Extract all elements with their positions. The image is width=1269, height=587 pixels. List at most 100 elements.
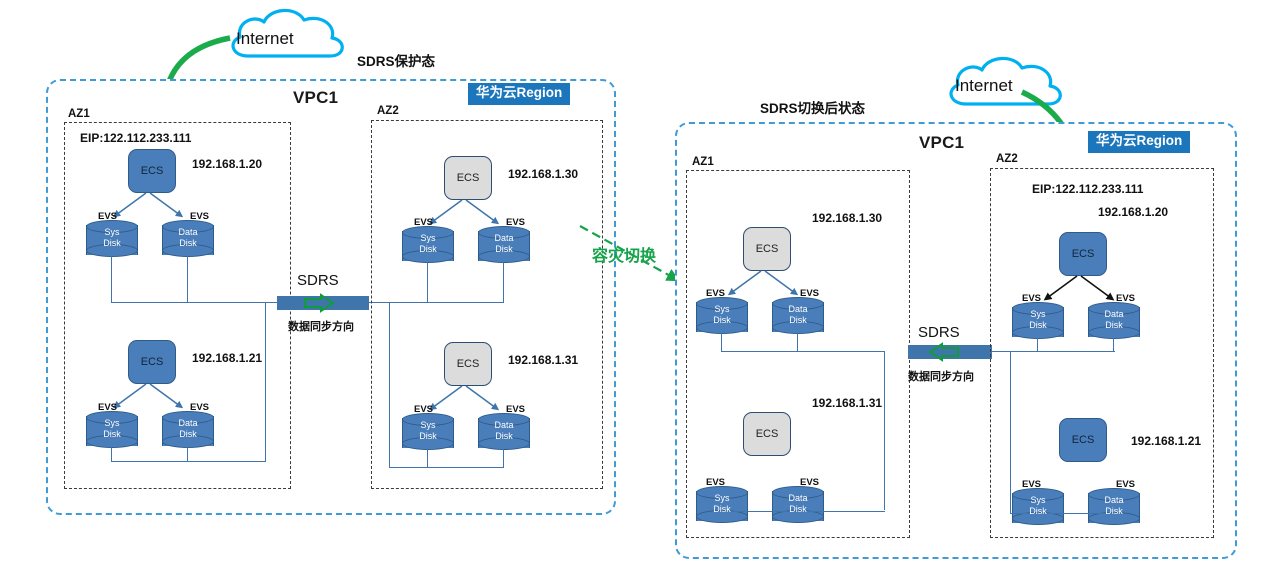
ip-label-left-az1-bottom: 192.168.1.21 bbox=[192, 351, 263, 365]
evs-tag: EVS bbox=[98, 211, 118, 222]
bus-line bbox=[1010, 351, 1012, 513]
disk-line1: Data bbox=[1104, 309, 1124, 319]
ecs-left-az1-top[interactable]: ECS bbox=[128, 149, 176, 193]
evs-tag: EVS bbox=[1022, 293, 1042, 304]
ip-label-left-az2-top: 192.168.1.30 bbox=[508, 167, 579, 181]
ecs-right-az1-top[interactable]: ECS bbox=[743, 227, 791, 271]
disk-line2: Disk bbox=[103, 238, 121, 248]
ip-label-left-az2-bottom: 192.168.1.31 bbox=[508, 353, 579, 367]
disk-line2: Disk bbox=[1105, 506, 1123, 516]
ecs-disk-arrows-right-az1-top bbox=[727, 270, 799, 296]
ecs-disk-arrows-left-az1-bottom bbox=[112, 383, 184, 409]
region-badge-left: 华为云Region bbox=[468, 83, 571, 105]
disk-line1: Data bbox=[788, 493, 808, 503]
bus-line bbox=[884, 351, 886, 510]
evs-tag: EVS bbox=[414, 217, 434, 228]
disk-line1: Data bbox=[788, 304, 808, 314]
sdrs-sub-right: 数据同步方向 bbox=[908, 371, 974, 383]
right-panel-title: SDRS切换后状态 bbox=[760, 101, 866, 116]
disk-line1: Data bbox=[494, 233, 514, 243]
disk-line2: Disk bbox=[1029, 506, 1047, 516]
ecs-disk-arrows-right-az2-top bbox=[1043, 275, 1115, 301]
failover-arrow bbox=[579, 225, 680, 282]
region-badge-right: 华为云Region bbox=[1088, 131, 1191, 153]
ecs-label: ECS bbox=[755, 428, 779, 440]
bus-line bbox=[427, 449, 429, 468]
bus-line bbox=[721, 333, 723, 352]
ecs-label: ECS bbox=[1071, 248, 1095, 260]
disk-line2: Disk bbox=[419, 431, 437, 441]
bus-line bbox=[111, 302, 266, 304]
ip-label-right-az2-top: 192.168.1.20 bbox=[1098, 205, 1169, 219]
bus-line bbox=[389, 302, 504, 304]
ecs-label: ECS bbox=[456, 172, 480, 184]
ecs-left-az1-bottom[interactable]: ECS bbox=[128, 340, 176, 384]
ecs-label: ECS bbox=[1071, 434, 1095, 446]
disk-line1: Sys bbox=[420, 233, 436, 243]
disk-line2: Disk bbox=[789, 315, 807, 325]
bus-line bbox=[389, 467, 504, 469]
ecs-right-az2-bottom[interactable]: ECS bbox=[1059, 418, 1107, 462]
ecs-label: ECS bbox=[755, 243, 779, 255]
disk-line1: Data bbox=[178, 227, 198, 237]
bus-line bbox=[1010, 351, 1115, 353]
ecs-disk-arrows-left-az2-top bbox=[428, 199, 500, 225]
bus-line bbox=[187, 256, 189, 303]
evs-tag: EVS bbox=[1116, 479, 1136, 490]
disk-line1: Sys bbox=[1030, 495, 1046, 505]
disk-line1: Sys bbox=[1030, 309, 1046, 319]
disk-line2: Disk bbox=[1105, 320, 1123, 330]
evs-tag: EVS bbox=[414, 404, 434, 415]
failover-label: 容灾切换 bbox=[592, 248, 657, 265]
ip-label-right-az1-bottom: 192.168.1.31 bbox=[812, 396, 883, 410]
disk-line2: Disk bbox=[419, 244, 437, 254]
ecs-label: ECS bbox=[456, 358, 480, 370]
bus-line bbox=[797, 333, 799, 352]
internet-cloud-left bbox=[222, 4, 350, 64]
disk-line2: Disk bbox=[179, 238, 197, 248]
ecs-right-az1-bottom[interactable]: ECS bbox=[743, 412, 791, 456]
evs-tag: EVS bbox=[1116, 293, 1136, 304]
evs-tag: EVS bbox=[706, 288, 726, 299]
disk-line2: Disk bbox=[103, 429, 121, 439]
ecs-right-az2-top[interactable]: ECS bbox=[1059, 232, 1107, 276]
bus-line bbox=[369, 302, 389, 304]
az1-label-right: AZ1 bbox=[692, 156, 714, 168]
ecs-left-az2-bottom[interactable]: ECS bbox=[444, 342, 492, 386]
ecs-left-az2-top[interactable]: ECS bbox=[444, 156, 492, 200]
ip-label-right-az2-bottom: 192.168.1.21 bbox=[1131, 434, 1202, 448]
bus-line bbox=[1037, 338, 1039, 352]
disk-line1: Data bbox=[1104, 495, 1124, 505]
evs-tag: EVS bbox=[98, 402, 118, 413]
disk-line1: Data bbox=[494, 420, 514, 430]
ecs-disk-arrows-left-az2-bottom bbox=[428, 385, 500, 411]
disk-line2: Disk bbox=[789, 504, 807, 514]
az2-box-left bbox=[371, 120, 603, 489]
disk-line1: Sys bbox=[714, 493, 730, 503]
ip-label-right-az1-top: 192.168.1.30 bbox=[812, 211, 883, 225]
evs-tag: EVS bbox=[800, 288, 820, 299]
vpc-box-right bbox=[675, 122, 1237, 559]
sdrs-label-right: SDRS bbox=[918, 324, 960, 341]
vpc-title-right: VPC1 bbox=[919, 133, 965, 152]
disk-line1: Sys bbox=[714, 304, 730, 314]
az2-box-right bbox=[990, 168, 1214, 538]
bus-line bbox=[721, 351, 885, 353]
